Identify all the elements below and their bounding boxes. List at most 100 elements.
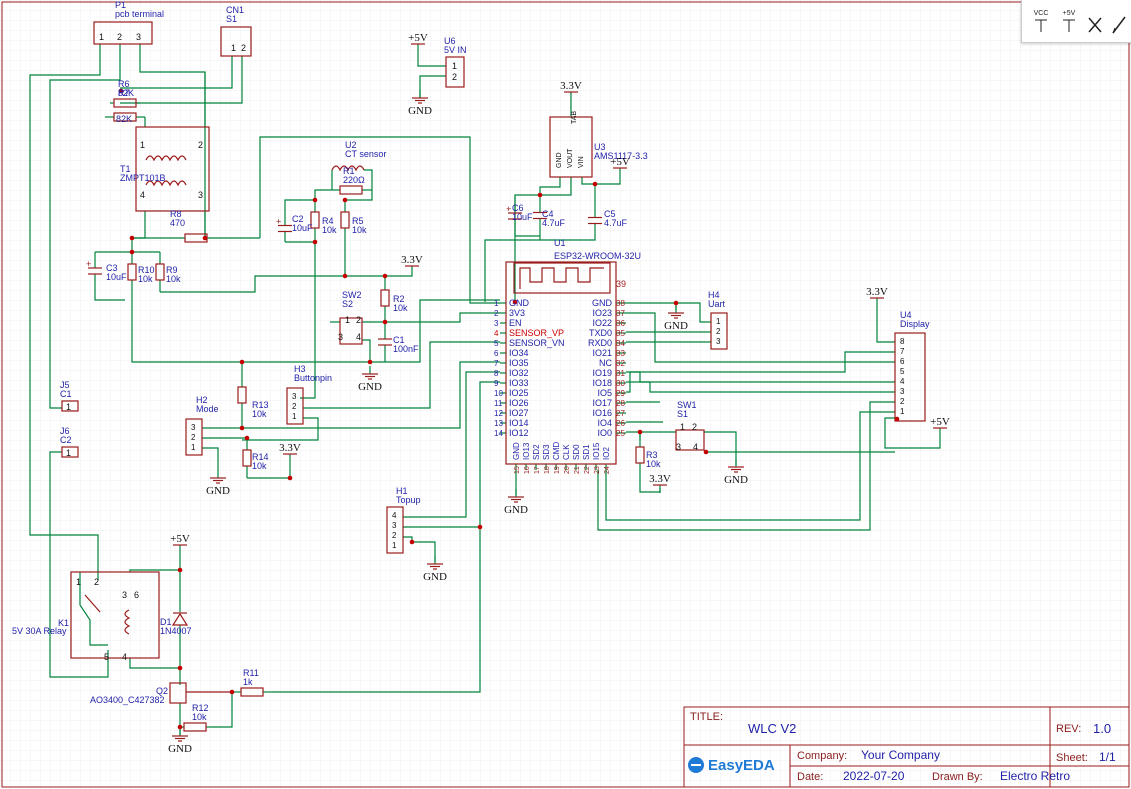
r3-resistor[interactable] xyxy=(635,446,645,464)
r11-resistor[interactable] xyxy=(240,687,264,697)
j6-terminal[interactable] xyxy=(61,446,79,458)
j5-terminal[interactable] xyxy=(61,400,79,412)
esp32-module-u1[interactable] xyxy=(505,261,617,465)
junction-dot xyxy=(229,689,235,695)
junction-dot xyxy=(129,235,135,241)
k1-pin-6: 6 xyxy=(134,590,139,600)
junction-dot xyxy=(342,273,348,279)
relay-k1[interactable] xyxy=(70,571,160,659)
drawn-label: Drawn By: xyxy=(932,771,983,783)
u1-pin-28-name: IO17 xyxy=(592,398,612,408)
r10-resistor[interactable] xyxy=(127,263,137,281)
vcc-tool[interactable]: VCC xyxy=(1030,8,1052,34)
sw2-switch[interactable] xyxy=(339,317,363,345)
h3-pin-3: 3 xyxy=(292,392,297,401)
u2-ref: U2 xyxy=(345,140,357,150)
u1-pin-29: 29 xyxy=(616,389,625,398)
r12-resistor[interactable] xyxy=(183,722,207,732)
h3-header[interactable] xyxy=(286,387,304,425)
pen-tool[interactable] xyxy=(1108,8,1130,34)
u1-pin-27: 27 xyxy=(616,409,625,418)
h1-header[interactable] xyxy=(386,506,404,554)
antenna-area[interactable] xyxy=(513,262,611,294)
r14-value: 10k xyxy=(252,461,267,471)
h4-header[interactable] xyxy=(710,312,728,350)
r6-ref: R6 xyxy=(118,79,130,89)
wire xyxy=(120,56,243,104)
u1-pin-8-name: IO32 xyxy=(509,368,529,378)
h1-pin-1: 1 xyxy=(392,541,397,550)
vcc-tool-label: VCC xyxy=(1033,10,1049,17)
r14-resistor[interactable] xyxy=(242,449,252,467)
u1-pin-32-name: NC xyxy=(599,358,612,368)
junction-dot xyxy=(367,359,373,365)
regulator-u3[interactable] xyxy=(549,116,593,178)
h1-pin-3: 3 xyxy=(392,521,397,530)
no-connect-icon xyxy=(1088,17,1102,33)
q2-value: AO3400_C427382 xyxy=(90,695,165,705)
u4-pin-2: 2 xyxy=(900,397,905,406)
plus5v-tool[interactable]: +5V xyxy=(1058,8,1080,34)
p1-terminal[interactable] xyxy=(93,21,153,45)
junction-dot xyxy=(177,665,183,671)
u4-pin-4: 4 xyxy=(900,377,905,386)
company-label: Company: xyxy=(797,750,848,762)
u1-pin-8: 8 xyxy=(494,369,499,378)
h2-header[interactable] xyxy=(185,418,203,456)
j5-value: C1 xyxy=(60,389,72,399)
c6-value: 10uF xyxy=(512,212,533,222)
u3-vin: VIN xyxy=(578,156,585,168)
r8-ref: R8 xyxy=(170,209,182,219)
sheet-label: Sheet: xyxy=(1056,752,1088,764)
r12-value: 10k xyxy=(192,712,207,722)
r2-resistor[interactable] xyxy=(380,289,390,307)
r4-resistor[interactable] xyxy=(310,211,320,229)
title-label: TITLE: xyxy=(690,711,724,723)
t1-value: ZMPT101B xyxy=(120,173,166,183)
u1-pin-30: 30 xyxy=(616,379,625,388)
r1-resistor[interactable] xyxy=(339,185,363,195)
u1-pin-26: 26 xyxy=(616,419,625,428)
r1-ref: R1 xyxy=(343,166,355,176)
h2-gnd-label: GND xyxy=(206,485,230,497)
wire xyxy=(676,302,711,323)
r6-resistor[interactable] xyxy=(113,98,137,108)
u1-pin-2-name: 3V3 xyxy=(509,308,525,318)
u4-value: Display xyxy=(900,319,930,329)
u1-pin-25-name: IO0 xyxy=(597,428,612,438)
c6-polarity: + xyxy=(506,204,511,214)
u1-pin-33: 33 xyxy=(616,349,625,358)
k1-value: 5V 30A Relay xyxy=(12,626,67,636)
cn1-pin-2: 2 xyxy=(241,43,246,53)
r7-resistor[interactable] xyxy=(113,112,137,122)
cn1-connector[interactable] xyxy=(220,26,252,57)
r13-ref: R13 xyxy=(252,400,269,410)
h3-pin-1: 1 xyxy=(292,412,297,421)
sw1-value: S1 xyxy=(677,409,688,419)
h4-gnd-label: GND xyxy=(664,320,688,332)
wire xyxy=(202,447,219,470)
wire xyxy=(540,177,572,196)
c3-ref: C3 xyxy=(106,263,118,273)
k1-pin-2: 2 xyxy=(94,577,99,587)
cn1-ref: CN1 xyxy=(226,5,244,15)
no-connect-tool[interactable] xyxy=(1084,8,1106,34)
junction-dot xyxy=(382,319,388,325)
wire xyxy=(160,275,385,293)
easyeda-logo-text: EasyEDA xyxy=(708,757,775,774)
u1-pin-16: 16 xyxy=(524,466,531,474)
u1-pin-1-name: GND xyxy=(509,298,530,308)
r9-resistor[interactable] xyxy=(155,263,165,281)
u1-pin-24: 24 xyxy=(604,466,611,474)
u1-pin-4: 4 xyxy=(494,329,499,338)
display-u4-connector[interactable] xyxy=(894,332,926,422)
u3-5v-label: +5V xyxy=(610,156,630,168)
r5-resistor[interactable] xyxy=(340,211,350,229)
sw1-switch[interactable] xyxy=(675,429,705,451)
transformer-t1[interactable] xyxy=(135,126,210,212)
u1-gnd-label: GND xyxy=(504,504,528,516)
mosfet-q2[interactable] xyxy=(169,682,187,704)
u6-connector[interactable] xyxy=(445,56,465,88)
r13-resistor[interactable] xyxy=(237,386,247,404)
